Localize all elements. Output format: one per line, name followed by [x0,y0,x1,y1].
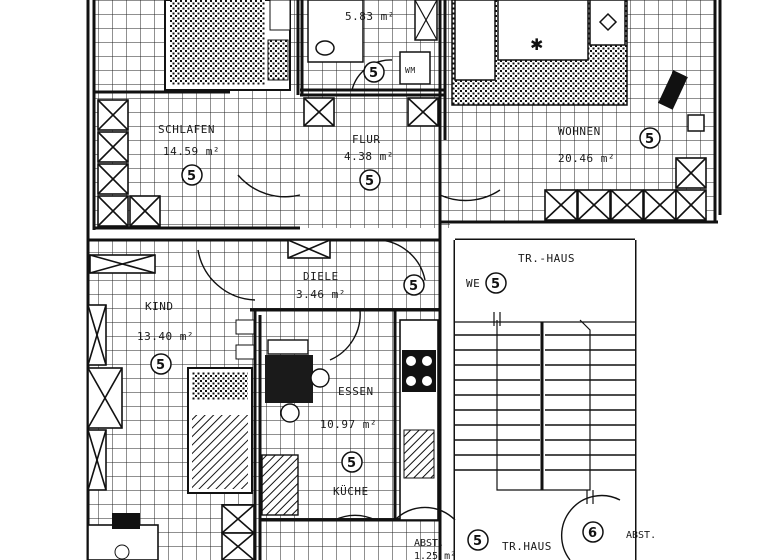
abst-area: 1.25 m² [414,551,456,560]
kueche-name: KÜCHE [333,485,369,498]
kitchen-furniture [235,319,439,521]
abst-name: ABST. [414,538,444,549]
tr-haus-top-name: TR.-HAUS [518,252,575,265]
essen-unit: 5 [347,456,356,471]
diele-name: DIELE [303,270,339,283]
wm-label: WM [405,66,416,75]
flur-name: FLUR [352,133,381,146]
wohnen-unit: 5 [645,132,654,147]
we-label: WE [466,277,480,290]
diele-unit: 5 [409,279,418,294]
flur-unit: 5 [365,174,374,189]
bath-area: 5.83 m² [345,10,395,23]
abst2-name: ABST. [626,530,656,541]
svg-text:✱: ✱ [530,35,543,54]
single-bed [187,367,253,494]
kind-unit: 5 [156,358,165,373]
kind-name: KIND [145,300,174,313]
diele-area: 3.46 m² [296,288,346,301]
stairwell [455,240,635,560]
abst-unit: 5 [473,534,482,549]
essen-area: 10.97 m² [320,418,377,431]
small-unit: 6 [588,526,597,541]
wohnen-name: WOHNEN [558,125,601,138]
bath-fixtures [307,0,438,85]
schlafen-unit: 5 [187,169,196,184]
desk [87,513,159,560]
wohnen-area: 20.46 m² [558,152,615,165]
double-bed [164,0,291,91]
tr-haus-bottom-name: TR.HAUS [502,540,552,553]
cabinets [87,97,707,560]
we-unit: 5 [491,277,500,292]
essen-name: ESSEN [338,385,374,398]
door-swings [197,59,621,560]
schlafen-name: SCHLAFEN [158,123,215,136]
bath-unit: 5 [369,66,378,81]
schlafen-area: 14.59 m² [163,145,220,158]
room-labels: 5.83 m² 5 WM SCHLAFEN 14.59 m² 5 FLUR 4.… [137,10,661,560]
kind-area: 13.40 m² [137,330,194,343]
flur-area: 4.38 m² [344,150,394,163]
living-furniture: ✱ [451,0,705,132]
